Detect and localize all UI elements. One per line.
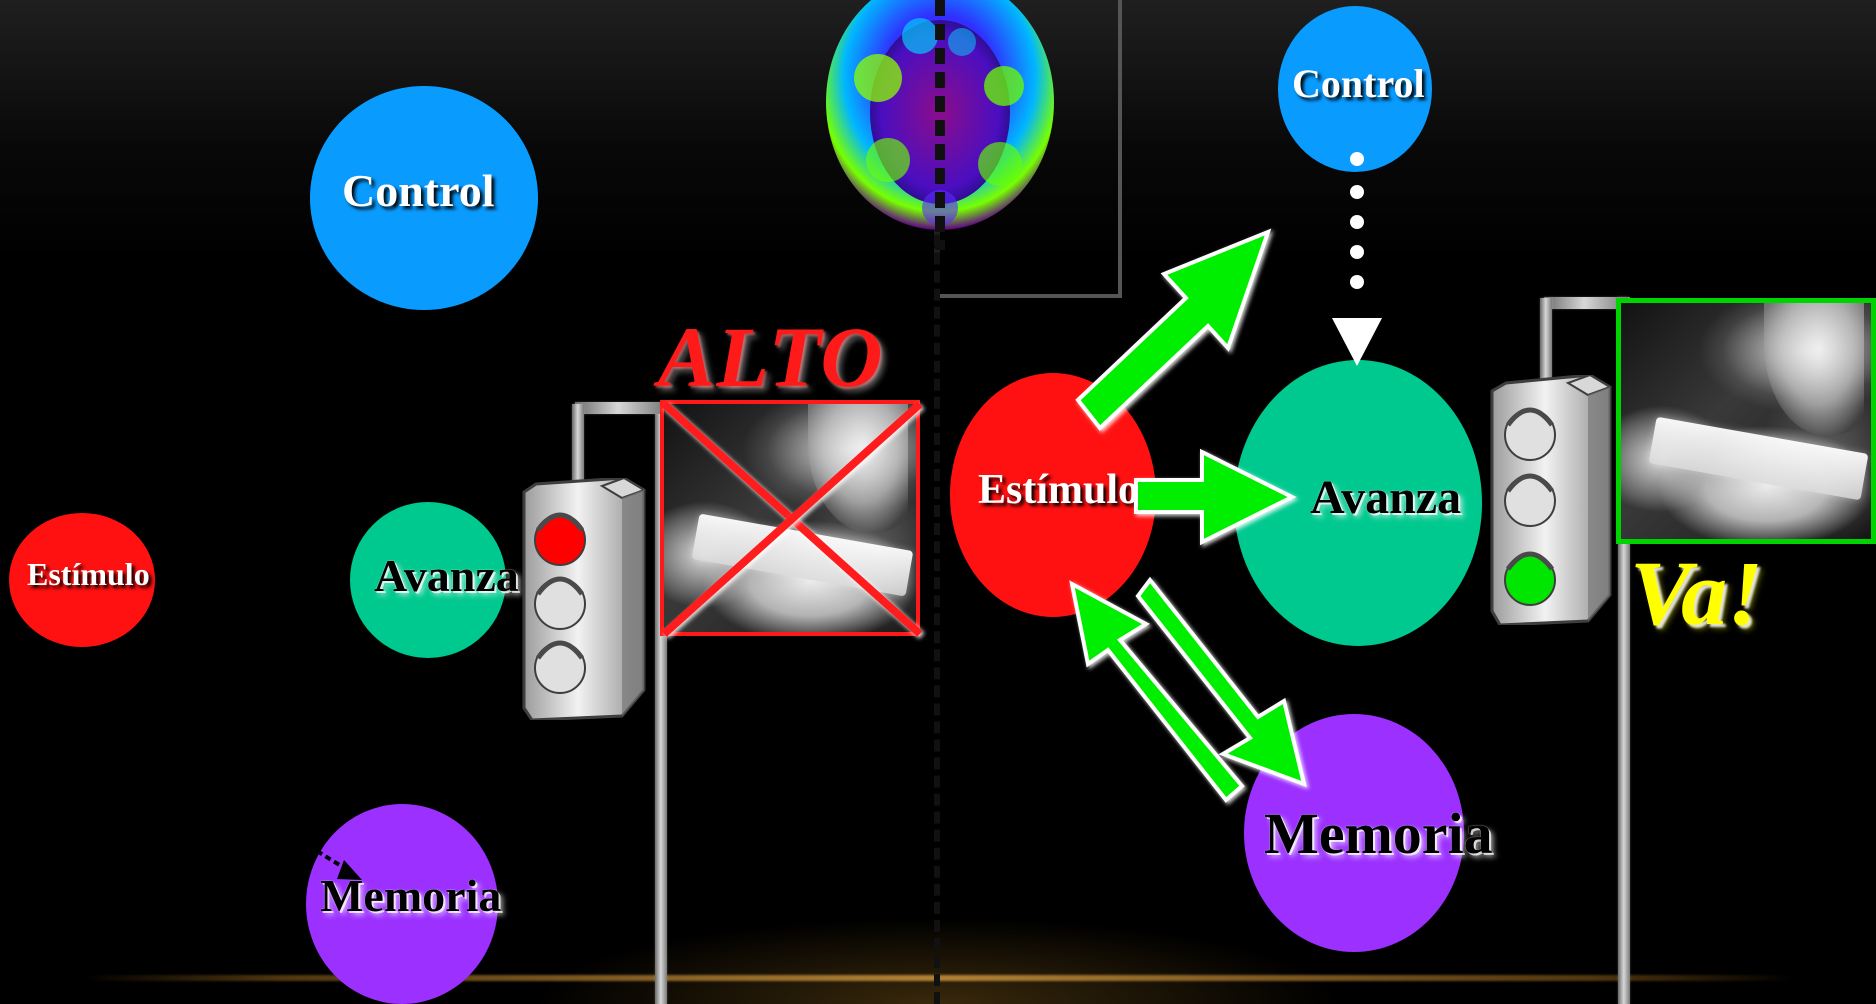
stop-label: ALTO bbox=[658, 309, 884, 405]
brain-scan-icon bbox=[790, 0, 1090, 250]
left-pole-arm bbox=[572, 404, 584, 482]
left-stimulus-circle bbox=[9, 513, 155, 647]
left-traffic-light-graphic bbox=[522, 476, 647, 722]
right-advance-label: Avanza bbox=[1310, 471, 1462, 524]
brain-frame bbox=[940, 0, 1122, 298]
left-pole-horizontal bbox=[575, 402, 665, 414]
left-control-circle bbox=[310, 86, 538, 310]
right-stimulus-label: Estímulo bbox=[978, 467, 1140, 513]
left-advance-label: Avanza bbox=[374, 550, 519, 601]
right-pole-arm bbox=[1540, 298, 1552, 384]
control-arrowhead-icon bbox=[1332, 318, 1382, 366]
control-dot-5 bbox=[1350, 275, 1364, 289]
right-traffic-light-graphic bbox=[1490, 373, 1613, 627]
control-dot-3 bbox=[1350, 215, 1364, 229]
right-control-circle bbox=[1278, 6, 1432, 172]
go-label: Va! bbox=[1630, 542, 1763, 644]
arrow-to-stimulus-icon bbox=[1069, 580, 1245, 803]
right-memory-label: Memoria bbox=[1264, 801, 1493, 866]
left-control-label: Control bbox=[342, 165, 495, 216]
right-photo-fill bbox=[1621, 303, 1871, 539]
left-traffic-light-icon bbox=[520, 476, 648, 722]
left-advance-circle bbox=[350, 502, 506, 658]
control-dot-4 bbox=[1350, 245, 1364, 259]
right-control-label: Control bbox=[1292, 61, 1425, 106]
left-stimulus-label: Estímulo bbox=[27, 556, 150, 592]
left-photo-fill bbox=[664, 404, 916, 632]
control-dot-2 bbox=[1350, 185, 1364, 199]
brain-scan-graphic bbox=[826, 0, 1054, 250]
left-memory-label: Memoria bbox=[320, 870, 502, 921]
left-photo-icon bbox=[660, 400, 920, 636]
right-traffic-light-icon bbox=[1490, 373, 1614, 627]
right-pole-horizontal bbox=[1544, 297, 1628, 309]
right-photo-icon bbox=[1616, 298, 1876, 544]
left-memory-circle bbox=[306, 804, 498, 1004]
center-divider bbox=[934, 0, 940, 1004]
